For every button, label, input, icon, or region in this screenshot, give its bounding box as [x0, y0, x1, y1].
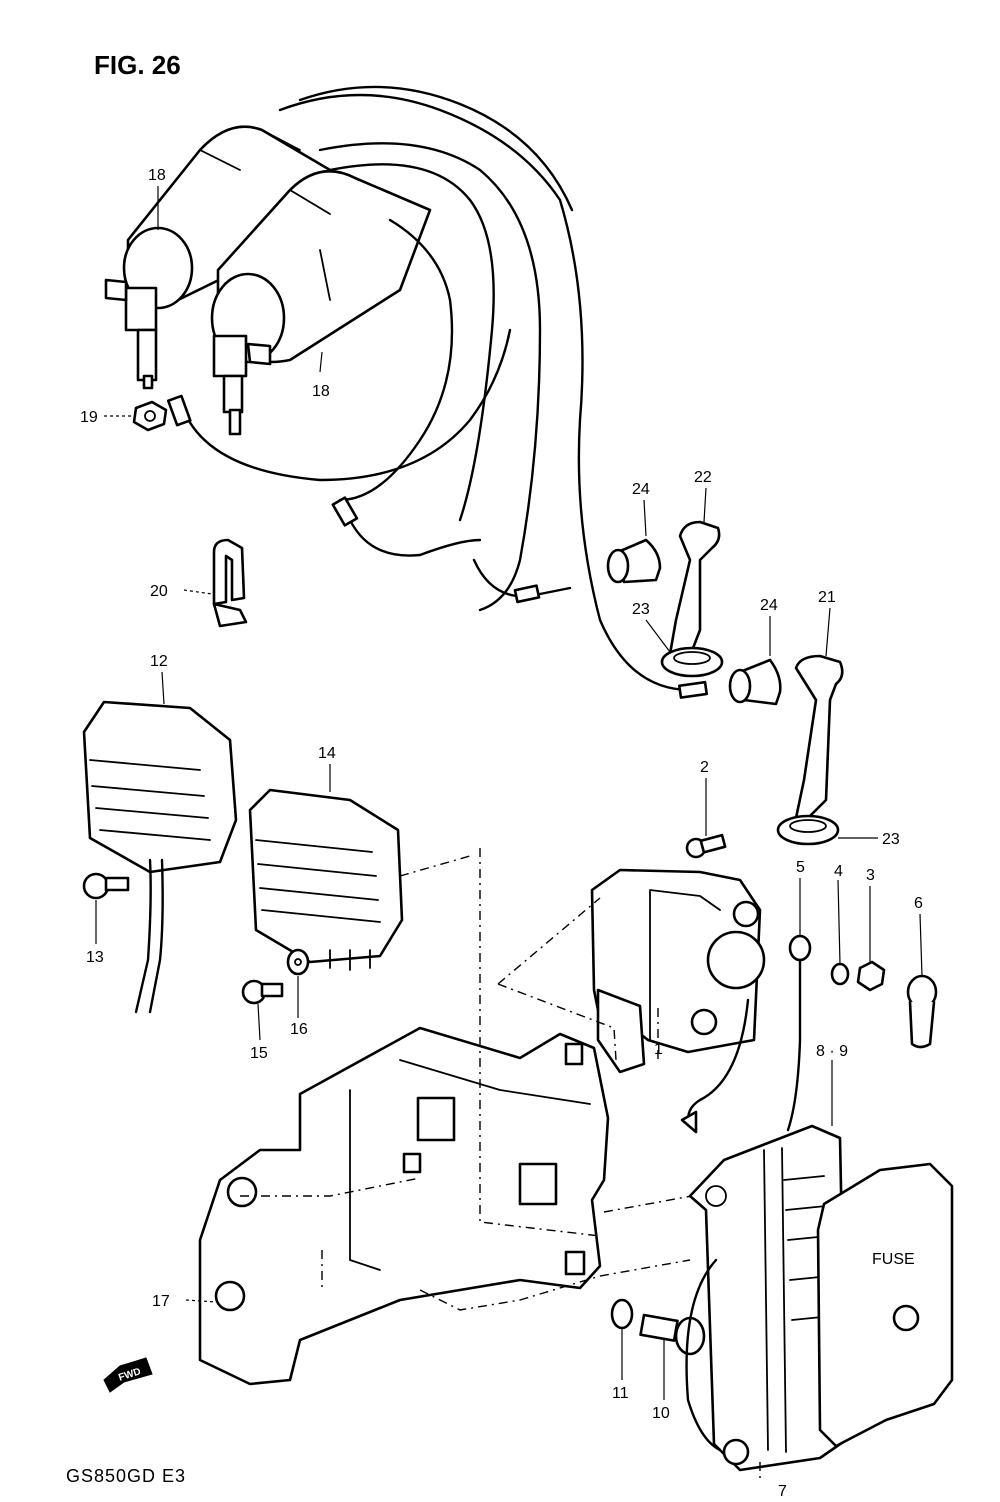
callout-11: 11 — [612, 1385, 629, 1402]
callout-7: 7 — [778, 1483, 787, 1500]
leader-lines — [95, 186, 923, 1400]
callout-23-a: 23 — [632, 601, 650, 618]
screw-10 — [639, 1313, 706, 1356]
callout-20: 20 — [150, 583, 168, 600]
callout-18-a: 18 — [148, 167, 166, 184]
callout-16: 16 — [290, 1021, 308, 1038]
regulator-rectifier-12 — [82, 700, 238, 1014]
high-tension-leads — [178, 85, 692, 692]
callout-23-b: 23 — [882, 831, 900, 848]
callout-21: 21 — [818, 589, 836, 606]
callout-18-b: 18 — [312, 383, 330, 400]
ignition-coil-front — [210, 170, 432, 436]
figure-title: FIG. 26 — [94, 50, 181, 80]
bolt-15 — [241, 979, 284, 1005]
ignition-coil-rear — [104, 125, 332, 390]
nut-3 — [856, 960, 886, 992]
callout-3: 3 — [866, 867, 875, 884]
washer-16 — [286, 948, 310, 976]
callout-24-a: 24 — [632, 481, 650, 498]
bolt-2 — [685, 833, 727, 859]
callout-6: 6 — [914, 895, 923, 912]
callout-12: 12 — [150, 653, 168, 670]
fuse-box-cover-8-9: FUSE — [816, 1162, 954, 1448]
callout-8-9: 8 · 9 — [816, 1043, 848, 1060]
seal-23-lower — [776, 814, 840, 846]
bolt-13 — [82, 872, 130, 900]
starter-relay-1 — [590, 868, 766, 1134]
lead-end-terminals — [166, 394, 708, 699]
model-code: GS850GD E3 — [66, 1466, 186, 1486]
bracket-17 — [198, 1026, 610, 1386]
cap-6 — [906, 974, 938, 1049]
washer-4 — [830, 962, 850, 986]
fuse-box-7 — [685, 1124, 848, 1472]
callout-24-b: 24 — [760, 597, 778, 614]
boot-24-lower — [728, 658, 782, 706]
boot-24-upper — [606, 538, 662, 584]
callout-17: 17 — [152, 1293, 170, 1310]
callout-15: 15 — [250, 1045, 268, 1062]
callout-13: 13 — [86, 949, 104, 966]
callout-19: 19 — [80, 409, 98, 426]
fuse-box-cover-label: FUSE — [872, 1251, 915, 1268]
callout-5: 5 — [796, 859, 805, 876]
callout-14: 14 — [318, 745, 336, 762]
seal-23-upper — [660, 646, 724, 678]
ground-lead-5 — [786, 934, 812, 1132]
plug-cap-22 — [668, 520, 721, 658]
rectifier-14 — [248, 788, 404, 971]
callout-2: 2 — [700, 759, 709, 776]
nut-19 — [132, 400, 168, 432]
assembly-lines — [240, 848, 761, 1480]
clamp-20 — [212, 538, 248, 628]
plug-cap-21 — [794, 654, 844, 822]
callouts: 18 18 19 20 24 22 23 24 21 12 14 2 23 13… — [80, 167, 923, 1500]
washer-11 — [610, 1298, 634, 1330]
callout-4: 4 — [834, 863, 843, 880]
callout-1: 1 — [654, 1041, 663, 1058]
callout-10: 10 — [652, 1405, 670, 1422]
callout-22: 22 — [694, 469, 712, 486]
forward-arrow-icon: FWD — [103, 1357, 153, 1393]
